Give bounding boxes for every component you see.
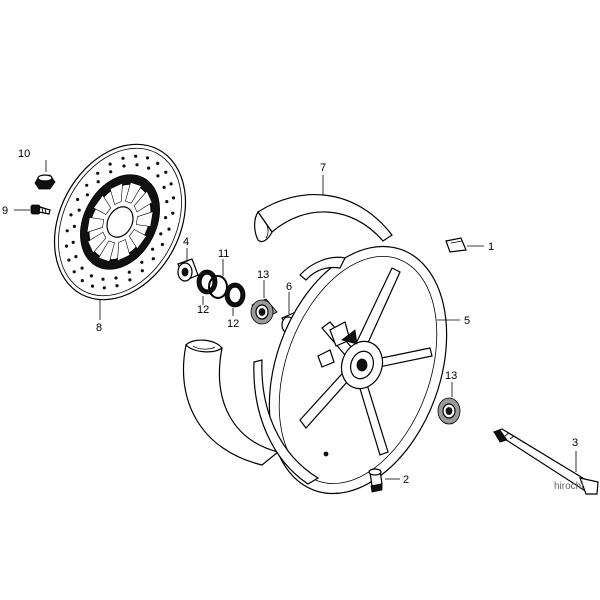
disc-vent-hole — [80, 266, 84, 270]
disc-vent-hole — [147, 166, 151, 170]
disc-vent-hole — [135, 163, 139, 167]
disc-vent-hole — [77, 208, 81, 212]
disc-vent-hole — [171, 211, 175, 215]
disc-carrier-window — [87, 231, 107, 254]
disc-vent-hole — [122, 164, 126, 168]
callout-13-right: 13 — [445, 370, 457, 382]
disc-vent-hole — [151, 247, 155, 251]
disc-vent-hole — [102, 286, 106, 290]
disc-vent-hole — [109, 170, 113, 174]
disc-vent-hole — [171, 196, 176, 200]
callout-10: 10 — [18, 148, 30, 160]
callout-1: 1 — [488, 241, 494, 253]
disc-vent-hole — [71, 240, 75, 244]
brake-disc — [53, 143, 187, 301]
callout-7: 7 — [320, 162, 326, 174]
callout-3: 3 — [572, 437, 578, 449]
disc-vent-hole — [96, 171, 100, 175]
disc-vent-hole — [85, 193, 89, 197]
disc-vent-hole — [121, 156, 125, 160]
disc-vent-hole — [156, 174, 160, 178]
disc-carrier-window — [109, 182, 123, 205]
disc-carrier-window — [117, 239, 131, 262]
o-ring — [208, 275, 228, 299]
callout-12-left: 12 — [197, 304, 209, 316]
disc-vent-holes — [64, 154, 176, 290]
watermark: hirochi — [554, 481, 583, 492]
callout-13-left: 13 — [257, 269, 269, 281]
disc-vent-hole — [96, 180, 100, 184]
disc-vent-hole — [74, 255, 78, 259]
disc-carrier-window — [128, 229, 147, 250]
callout-12-right: 12 — [227, 318, 239, 330]
disc-vent-hole — [140, 269, 144, 273]
disc-vent-hole — [69, 213, 73, 217]
disc-vent-hole — [89, 274, 93, 278]
callout-11: 11 — [218, 248, 229, 260]
disc-vent-hole — [85, 183, 89, 187]
disc-vent-hole — [160, 242, 164, 247]
tire-valve — [368, 468, 383, 493]
disc-carrier-window — [98, 240, 115, 263]
callout-5: 5 — [464, 315, 470, 327]
disc-nut — [34, 174, 56, 190]
disc-carrier-window — [86, 217, 105, 233]
disc-vent-hole — [162, 185, 166, 189]
disc-vent-hole — [159, 232, 163, 236]
callout-8: 8 — [96, 322, 102, 334]
tire — [182, 194, 393, 466]
disc-vent-hole — [169, 182, 173, 186]
disc-vent-hole — [156, 161, 160, 165]
wheel-bearing-left — [250, 298, 278, 325]
disc-vent-hole — [114, 276, 118, 280]
callout-2: 2 — [403, 474, 409, 486]
disc-vent-hole — [164, 216, 168, 220]
disc-bolt — [30, 204, 51, 215]
callout-4: 4 — [183, 236, 189, 248]
disc-vent-hole — [134, 154, 138, 158]
disc-vent-hole — [80, 279, 84, 283]
disc-vent-hole — [165, 200, 169, 204]
wheel-rim — [253, 245, 448, 495]
disc-vent-hole — [167, 227, 171, 231]
disc-vent-hole — [65, 229, 69, 233]
wheel-bearing-right — [437, 397, 461, 425]
dust-seal-left — [196, 269, 218, 295]
disc-vent-hole — [90, 284, 95, 288]
side-collar — [177, 258, 199, 282]
disc-vent-hole — [72, 270, 76, 274]
disc-carrier-window — [93, 194, 112, 215]
disc-vent-hole — [151, 257, 155, 261]
disc-carrier-window — [135, 211, 154, 227]
disc-vent-hole — [127, 270, 131, 274]
dust-seal-right — [224, 282, 246, 308]
balance-weight — [445, 237, 467, 253]
disc-carrier-window — [133, 190, 153, 213]
disc-carrier-window — [125, 181, 142, 204]
disc-vent-hole — [64, 244, 69, 248]
callout-6: 6 — [286, 281, 292, 293]
leader-lines — [14, 160, 577, 480]
disc-vent-hole — [140, 260, 144, 264]
disc-vent-hole — [115, 284, 119, 288]
disc-vent-hole — [108, 162, 112, 166]
disc-vent-hole — [101, 277, 105, 281]
disc-vent-hole — [72, 224, 76, 228]
callout-labels: 10 9 8 4 11 12 12 13 6 7 1 5 13 2 3 hiro… — [2, 148, 583, 492]
callout-9: 9 — [2, 205, 8, 217]
disc-vent-hole — [164, 170, 168, 174]
disc-vent-hole — [145, 156, 150, 160]
disc-vent-hole — [67, 258, 71, 262]
disc-vent-hole — [128, 278, 132, 282]
front-axle — [492, 428, 599, 495]
disc-carrier-windows — [86, 181, 154, 263]
disc-vent-hole — [76, 197, 80, 202]
